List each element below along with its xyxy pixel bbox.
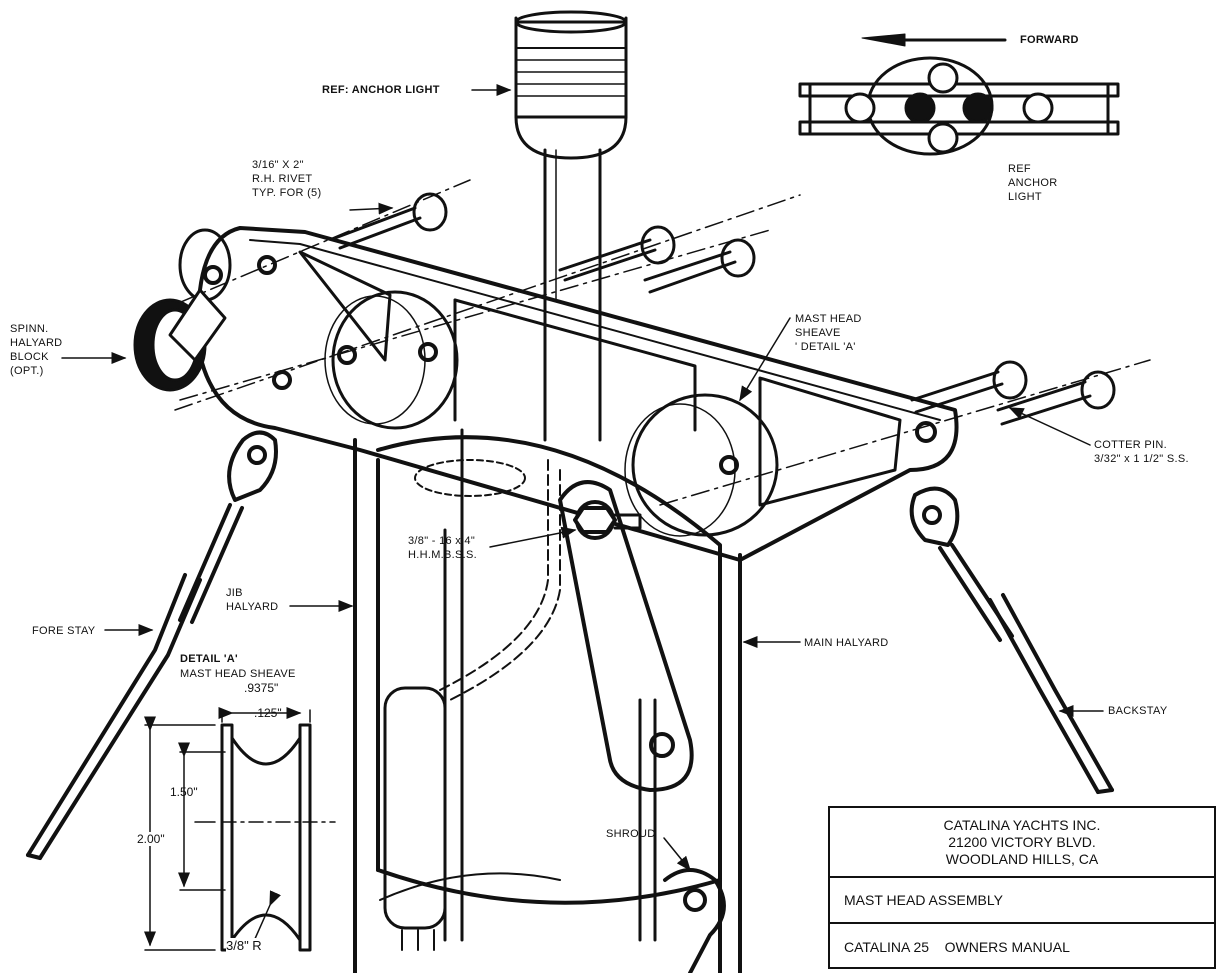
leader-lines	[61, 84, 1104, 872]
crossbar-plate	[196, 226, 959, 562]
backstay-label: BACKSTAY	[1108, 705, 1168, 717]
ref-anchor-line-1: REF	[1008, 163, 1031, 175]
cotter-pin-label: COTTER PIN. 3/32" x 1 1/2" S.S.	[1094, 438, 1189, 466]
anchor-light-ref-label: REF: ANCHOR LIGHT	[322, 84, 440, 96]
shroud-shackle	[663, 868, 726, 973]
jib-halyard-label: JIB HALYARD	[226, 586, 278, 614]
spinn-label-line-2: HALYARD	[10, 337, 63, 349]
dim-150: 1.50"	[170, 785, 198, 799]
spinn-label-line-3: BLOCK	[10, 351, 49, 363]
mast-tube	[353, 435, 742, 973]
drawing-title: MAST HEAD ASSEMBLY	[844, 892, 1003, 908]
spinnaker-block	[133, 228, 232, 392]
manual-name: CATALINA 25 OWNERS MANUAL	[844, 938, 1070, 955]
sheaves	[324, 290, 779, 537]
company-city: WOODLAND HILLS, CA	[945, 850, 1099, 867]
company-name: CATALINA YACHTS INC.	[943, 816, 1101, 833]
mast-head-sheave-label: MAST HEAD SHEAVE ' DETAIL 'A'	[795, 312, 862, 354]
detail-a-subtitle: MAST HEAD SHEAVE	[180, 668, 296, 680]
cotter-pin-line-1: COTTER PIN.	[1094, 439, 1167, 451]
dim-radius: 3/8" R	[226, 938, 262, 953]
backstay	[909, 486, 1114, 794]
dim-200: 2.00"	[137, 832, 165, 846]
title-block: CATALINA YACHTS INC. 21200 VICTORY BLVD.…	[828, 806, 1216, 969]
fore-stay-label: FORE STAY	[32, 625, 96, 637]
tang-arm	[558, 480, 694, 792]
rivet-label-line-1: 3/16" x 2"	[252, 159, 304, 171]
detail-a-title: DETAIL 'A'	[180, 653, 238, 665]
rivet-label-line-2: R.H. RIVET	[252, 173, 313, 185]
halyard-lines	[439, 428, 657, 942]
rivet-label: 3/16" x 2" R.H. RIVET TYP. FOR (5)	[252, 158, 321, 200]
sheave-label-line-3: ' DETAIL 'A'	[795, 341, 856, 353]
spinn-block-label: SPINN. HALYARD BLOCK (OPT.)	[10, 322, 62, 378]
shroud-label: SHROUD	[606, 828, 656, 840]
jib-halyard-line-2: HALYARD	[226, 601, 279, 613]
ref-anchor-line-2: ANCHOR	[1008, 177, 1058, 189]
fore-stay	[26, 430, 278, 860]
spinn-label-line-4: (OPT.)	[10, 365, 44, 377]
sheave-label-line-2: SHEAVE	[795, 327, 841, 339]
bolt-label: 3/8" - 16 x 4" H.H.M.B.S.S.	[408, 534, 477, 562]
jib-halyard-line-1: JIB	[226, 587, 243, 599]
title-block-company: CATALINA YACHTS INC. 21200 VICTORY BLVD.…	[830, 808, 1214, 878]
sheave-label-line-1: MAST HEAD	[795, 313, 862, 325]
cotter-pin-line-2: 3/32" x 1 1/2" S.S.	[1094, 453, 1189, 465]
top-view-bracket	[798, 56, 1120, 156]
ref-anchor-light-label: REF ANCHOR LIGHT	[1008, 162, 1057, 204]
ref-anchor-line-3: LIGHT	[1008, 191, 1042, 203]
dim-9375: .9375"	[244, 681, 279, 695]
title-block-drawing-title: MAST HEAD ASSEMBLY	[830, 878, 1214, 924]
dim-125: .125"	[254, 706, 282, 720]
bolt-line-1: 3/8" - 16 x 4"	[408, 535, 476, 547]
company-address: 21200 VICTORY BLVD.	[948, 833, 1096, 850]
anchor-light	[514, 10, 628, 442]
main-halyard-label: MAIN HALYARD	[804, 637, 889, 649]
rivets	[333, 192, 1116, 426]
spinn-label-line-1: SPINN.	[10, 323, 49, 335]
forward-label: FORWARD	[1020, 34, 1079, 46]
forward-arrow	[861, 33, 1007, 47]
detail-a-dimensions	[144, 707, 311, 951]
title-block-manual: CATALINA 25 OWNERS MANUAL	[830, 924, 1214, 969]
bolt-line-2: H.H.M.B.S.S.	[408, 549, 477, 561]
rivet-label-line-3: TYP. FOR (5)	[252, 187, 322, 199]
